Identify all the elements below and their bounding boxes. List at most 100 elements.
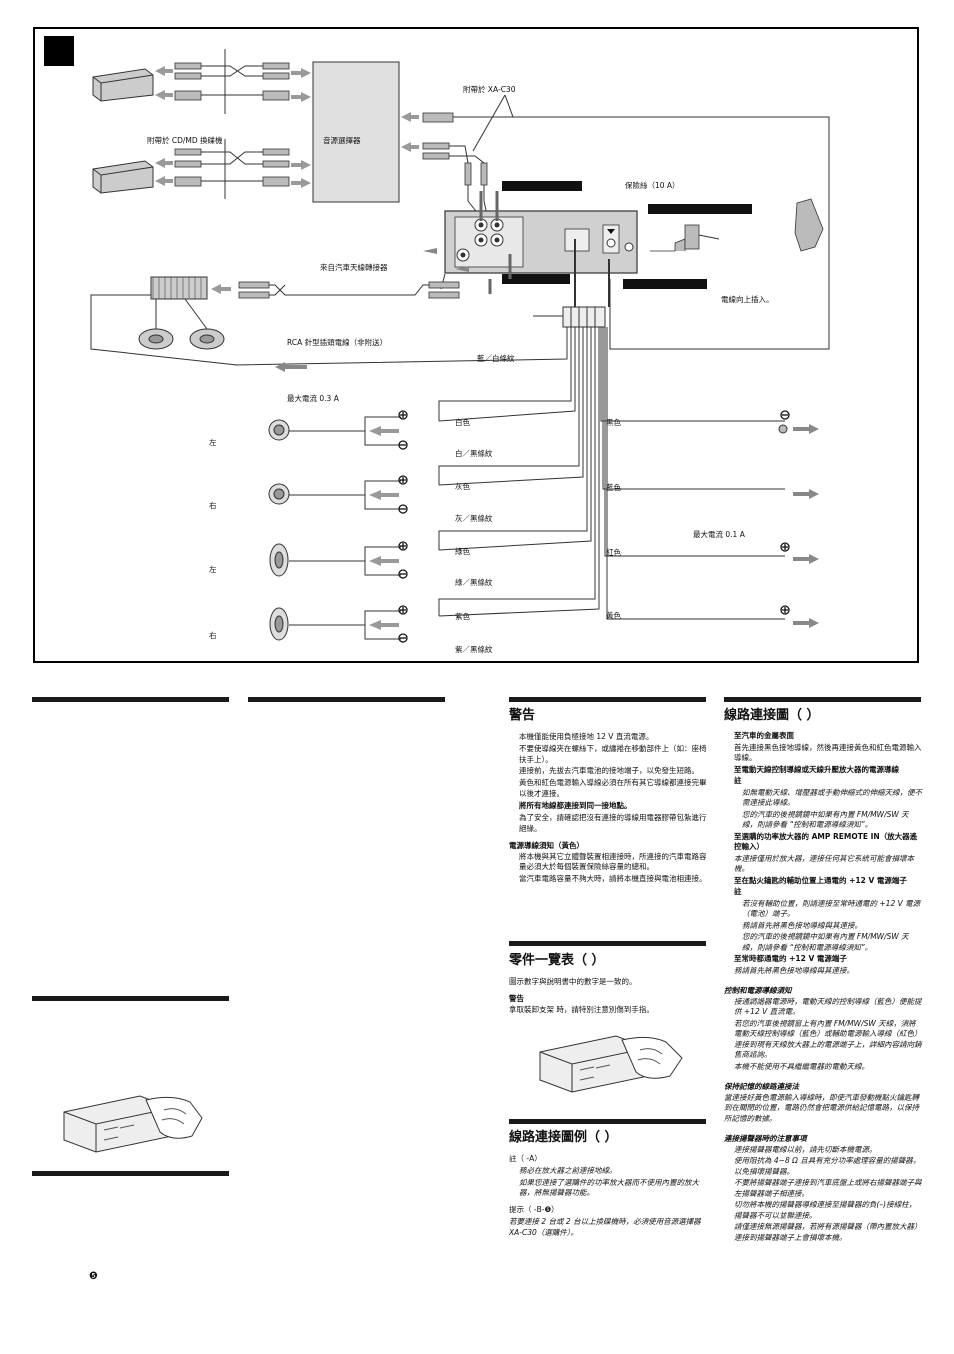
spk-p4: 切勿將本機的揚聲器導線連接至揚聲器的負(–)接線柱，揚聲器不可以並聯連接。 [734, 1200, 917, 1220]
label-white-black: 白／黑條紋 [455, 449, 493, 458]
power-p1: 將本機與其它立體聲裝置相連接時，所連接的汽車電路容量必須大於每個裝置保險絲容量的… [519, 851, 707, 872]
col1-rule-1 [32, 697, 229, 702]
label-bar-1 [502, 181, 582, 191]
label-bar-4 [623, 279, 707, 289]
label-max-current-01: 最大電流 0.1 A [693, 530, 745, 539]
wiring-diagram: 附帶於 XA-C30 附帶於 CD/MD 換碟機 音源選擇器 保險絲（10 A）… [33, 27, 919, 663]
label-gray-black: 灰／黑條紋 [455, 514, 493, 523]
power-p2: 當汽車電路容量不夠大時，請將本機直接與電池相連接。 [519, 874, 707, 884]
label-bar-3 [502, 274, 570, 284]
label-attached-changer: 附帶於 CD/MD 換碟機 [147, 136, 223, 145]
warning-p3: 連接前，先拔去汽車電池的接地端子，以免發生短路。 [519, 766, 699, 776]
label-yellow: 黃色 [606, 611, 621, 620]
label-red: 紅色 [606, 548, 621, 557]
mem-title: 保持記憶的線路連接法 [724, 1082, 799, 1092]
example-note-p2: 如果您連接了選購件的功率放大器而不使用內置的放大器，將無揚聲器功能。 [519, 1177, 699, 1198]
spk-p5: 請僅連接無源揚聲器，若將有源揚聲器（帶內置放大器）連接到揚聲器端子上會損壞本機。 [734, 1222, 922, 1242]
parts-section: 零件一覽表（ ） 圖示數字與說明書中的數字是一致的。 警告 拿取裝卸支架 時，請… [509, 950, 708, 1016]
speaker-rear-left-icon [269, 543, 289, 577]
speaker-front-left-icon [268, 419, 290, 441]
label-rca-cord: RCA 針型插頭電線（非附送） [287, 338, 388, 347]
footer-mark: ❺ [89, 1271, 98, 1282]
warning-p1: 本機僅能使用負極接地 12 V 直流電源。 [519, 731, 654, 741]
wiring-s5: 至常時都通電的 +12 V 電源端子 [734, 954, 847, 964]
col4-rule-1 [724, 697, 921, 702]
spk-p2: 使用阻抗為 4~8 Ω 且具有充分功率處理容量的揚聲器，以免損壞揚聲器。 [734, 1156, 921, 1176]
example-tip-label: 提示（ -B-❺） [509, 1205, 559, 1215]
ctrl-p1: 接通調諧器電源時，電動天線的控制導線（藍色）便能提供 +12 V 直流電。 [734, 996, 922, 1017]
col1-rule-2 [32, 996, 229, 1001]
ctrl-p3: 本機不能使用不具繼繼電器的電動天線。 [734, 1061, 869, 1071]
source-selector-box [312, 61, 400, 203]
wiring-s4p1: 若沒有輔助位置，則請連接至常時通電的 +12 V 電源（電池）端子。 [742, 898, 921, 919]
label-from-antenna: 來自汽車天線轉接器 [320, 263, 388, 272]
col2-rule-1 [248, 697, 445, 702]
diagram-drawing [44, 36, 830, 643]
example-note-label: 註（ -A） [509, 1153, 542, 1163]
col3-rule-2 [509, 941, 706, 946]
ground-terminal-icon [778, 424, 788, 434]
ctrl-p2: 若您的汽車後視鏡窗上有內置 FM/MW/SW 天線，須將電動天線控制導線（藍色）… [734, 1018, 922, 1060]
speaker-rear-right-icon [269, 607, 289, 641]
parts-title: 零件一覽表（ ） [509, 953, 605, 968]
col1-rule-3 [32, 1171, 229, 1176]
label-attached-xa-c30: 附帶於 XA-C30 [463, 85, 516, 94]
amplifier-icon [150, 276, 208, 300]
wiring-s3: 至選購的功率放大器的 AMP REMOTE IN（放大器遙控輸入） [734, 831, 918, 852]
label-bar-2 [648, 204, 752, 214]
warning-p6: 為了安全，請確認把沒有連接的導線用電器膠帶包紮進行絕緣。 [519, 812, 707, 833]
cd-changer-2-icon [92, 160, 154, 194]
wiring-s2p1: 如無電動天線、增壓器或手動伸縮式的伸縮天線，便不需連接此導線。 [742, 787, 922, 808]
label-gray: 灰色 [455, 482, 470, 491]
wiring-s4p3: 您的汽車的後視鏡鏡中如果有內置 FM/MW/SW 天線，則請參看 “控制和電源導… [742, 932, 909, 952]
col3-rule-1 [509, 697, 706, 702]
wiring-s3p: 本連接僅用於放大器，連接任何其它系統可能會損壞本機。 [734, 853, 914, 874]
parts-warn-p: 拿取裝卸支架 時，請特別注意別傷到手指。 [509, 1004, 654, 1014]
example-title: 線路連接圖例（ ） [509, 1130, 618, 1145]
xa-c30-plugs [422, 112, 488, 186]
label-max-current-03: 最大電流 0.3 A [287, 394, 339, 403]
example-note-p1: 務必在放大器之前連接地線。 [519, 1165, 617, 1175]
cables-upper [201, 49, 263, 199]
label-right-2: 右 [209, 631, 217, 640]
head-unit-rear [444, 210, 638, 274]
wiring-s4note: 註 [734, 887, 742, 897]
example-tip-p: 若要連接 2 台或 2 台以上換碟機時，必須使用音源選擇器 XA-C30（選購件… [509, 1217, 701, 1238]
wiring-section: 線路連接圖（ ） 至汽車的金屬表面 首先連接黑色接地導線，然後再連接黃色和紅色電… [724, 705, 923, 1244]
speaker-front-right-icon [268, 483, 290, 505]
warning-section: 警告 本機僅能使用負極接地 12 V 直流電源。 不要使導線夾在螺絲下，或纏捲在… [509, 705, 708, 886]
label-left-2: 左 [209, 565, 217, 574]
wiring-s2note: 註 [734, 776, 742, 786]
warning-p4: 黃色和紅色電源輸入導線必須在所有其它導線都連接完畢以後才連接。 [519, 778, 707, 799]
bracket-illustration-2 [539, 1035, 683, 1093]
harness-connector [562, 306, 606, 328]
label-purple: 紫色 [455, 612, 470, 621]
figure-index-square [44, 36, 74, 66]
warning-title: 警告 [509, 708, 536, 723]
warning-p5: 將所有地線都連接到同一接地點。 [519, 801, 632, 811]
label-blue-white: 藍／白條紋 [477, 354, 515, 363]
wiring-s2p2: 您的汽車的後視鏡鏡中如果有內置 FM/MW/SW 天線，則請參看 “控制和電源導… [742, 809, 909, 830]
wiring-s1: 至汽車的金屬表面 [734, 731, 794, 741]
label-right-1: 右 [209, 501, 217, 510]
label-green-black: 綠／黑條紋 [455, 578, 493, 587]
wiring-s1p: 首先連接黑色接地導線，然後再連接黃色和紅色電源輸入導線。 [734, 742, 922, 763]
label-black: 黑色 [606, 418, 621, 427]
wiring-s5p: 務請首先將黑色接地導線與其連接。 [734, 965, 854, 975]
plus-minus-signs [398, 410, 790, 643]
label-fuse: 保險絲（10 A） [625, 181, 680, 190]
label-source-selector: 音源選擇器 [323, 136, 361, 145]
spk-p3: 不要將揚聲器端子連接到汽車底盤上或將右揚聲器端子與左揚聲器端子相連接。 [734, 1178, 922, 1198]
rca-plugs-upper [174, 62, 290, 187]
label-white: 白色 [455, 418, 470, 427]
arrows-upper [155, 66, 419, 188]
wiring-s2: 至電動天線控制導線或天線升壓放大器的電源導線 [734, 764, 899, 774]
bracket-illustration-1 [63, 1095, 203, 1153]
mem-p: 當連接好黃色電源輸入導線時，即使汽車發動機點火鑰匙轉到在關閉的位置，電路仍然會把… [724, 1092, 919, 1123]
parts-p1: 圖示數字與說明書中的數字是一致的。 [509, 976, 637, 986]
wiring-s4: 至在點火鑰匙的輔助位置上通電的 +12 V 電源端子 [734, 875, 907, 885]
amp-speaker-1-icon [138, 328, 174, 350]
label-blue: 藍色 [606, 483, 621, 492]
power-title: 電源導線須知（黃色） [509, 840, 584, 850]
wiring-s4p2: 務請首先將黑色接地導線與其連接。 [742, 920, 862, 930]
